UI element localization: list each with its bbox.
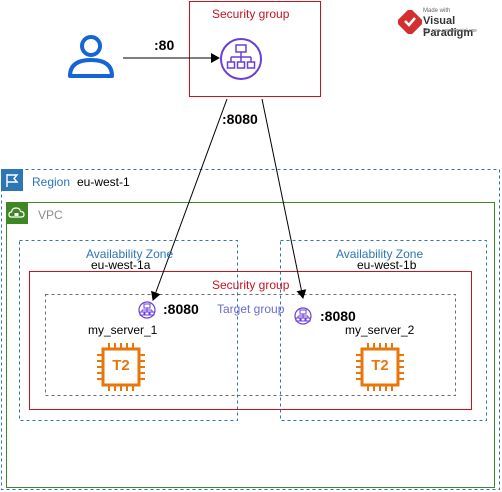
server-2-chip-label: T2 <box>371 357 389 374</box>
server-1-chip-label: T2 <box>112 357 130 374</box>
region-value: eu-west-1 <box>77 175 130 189</box>
server-1-name: my_server_1 <box>88 323 158 337</box>
security-group-top-label: Security group <box>212 7 290 21</box>
server-1-port: :8080 <box>163 301 199 317</box>
cloud-lock-icon <box>6 202 28 224</box>
region-label: Region <box>32 175 71 189</box>
az-b-label: Availability Zone <box>336 247 424 261</box>
target-group-label: Target group <box>217 302 285 316</box>
region-box <box>1 169 500 490</box>
watermark-small: Made with <box>423 8 451 14</box>
load-balancer-icon <box>220 38 262 80</box>
az-a-label: Availability Zone <box>86 247 174 261</box>
visual-paradigm-watermark: Made with Visual Paradigm For non-commer… <box>396 6 496 39</box>
server-2-port: :8080 <box>320 308 356 324</box>
flag-icon <box>1 169 23 191</box>
az-b-name: eu-west-1b <box>357 258 417 272</box>
arrow-lb-to-server-2 <box>261 98 307 299</box>
vpc-box <box>6 202 495 488</box>
az-a-name: eu-west-1a <box>91 258 151 272</box>
port-8080-label: :8080 <box>222 111 258 127</box>
watermark-note: For non-commercial use <box>423 28 477 34</box>
target-group-box <box>45 294 456 396</box>
security-group-inner-box <box>29 271 472 410</box>
user-icon <box>68 35 114 78</box>
watermark-brand: Visual Paradigm <box>423 15 474 39</box>
target-icon <box>294 307 312 325</box>
az-a-box <box>19 240 238 421</box>
az-b-box <box>280 240 487 421</box>
target-icon <box>138 301 156 319</box>
server-2-name: my_server_2 <box>345 323 415 337</box>
ec2-chip-icon <box>97 343 145 391</box>
ec2-chip-icon <box>356 343 404 391</box>
arrow-lb-to-server-1 <box>151 98 228 301</box>
security-group-inner-label: Security group <box>212 278 290 292</box>
visual-paradigm-logo-icon <box>398 10 422 34</box>
port-80-label: :80 <box>154 37 175 53</box>
vpc-label: VPC <box>38 208 63 222</box>
